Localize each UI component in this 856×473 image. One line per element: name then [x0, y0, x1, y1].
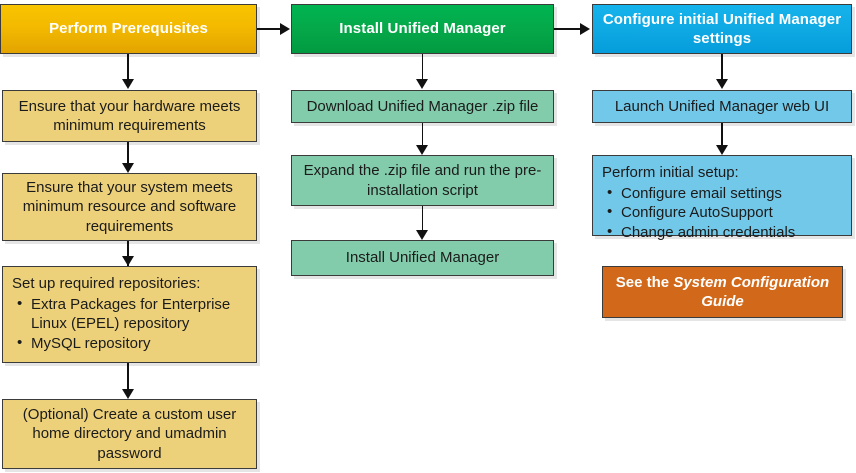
connector-arrow-c1-4 [121, 389, 134, 399]
connector-arrow-c2-to-c3 [580, 22, 590, 35]
connector-line-c1-4 [127, 363, 129, 395]
list-item: Change admin credentials [607, 222, 843, 243]
connector-line-c3-1 [721, 54, 723, 80]
step-hardware-requirements[interactable]: Ensure that your hardware meets minimum … [2, 90, 257, 142]
step-expand-zip[interactable]: Expand the .zip file and run the pre-ins… [291, 155, 554, 206]
step-system-requirements[interactable]: Ensure that your system meets minimum re… [2, 173, 257, 241]
list-item: Configure email settings [607, 183, 843, 204]
note-system-configuration-guide[interactable]: See the System Configuration Guide [602, 266, 843, 318]
connector-arrow-c2-3 [416, 230, 428, 240]
step-perform-initial-setup[interactable]: Perform initial setup: Configure email s… [592, 155, 852, 241]
stage-header-install-label: Install Unified Manager [339, 20, 506, 38]
connector-line-c2-to-c3 [554, 28, 581, 30]
connector-line-c1-3 [127, 241, 129, 267]
stage-header-prerequisites-label: Perform Prerequisites [49, 20, 208, 38]
note-emphasis: System Configuration Guide [673, 273, 830, 311]
step-custom-user-home[interactable]: (Optional) Create a custom user home dir… [2, 399, 257, 469]
connector-arrow-c3-2 [715, 145, 728, 155]
step-required-repositories-lead: Set up required repositories: [12, 275, 201, 292]
list-item: Extra Packages for Enterprise Linux (EPE… [17, 294, 248, 334]
note-system-configuration-guide-label: See the System Configuration Guide [610, 273, 835, 312]
list-item: Configure AutoSupport [607, 202, 843, 223]
step-install-unified-manager-label: Install Unified Manager [345, 249, 500, 267]
step-system-requirements-label: Ensure that your system meets minimum re… [22, 178, 237, 235]
step-perform-initial-setup-list: Configure email settings Configure AutoS… [602, 183, 843, 243]
connector-arrow-c2-1 [416, 79, 428, 89]
step-custom-user-home-label: (Optional) Create a custom user home dir… [22, 405, 237, 462]
stage-header-prerequisites[interactable]: Perform Prerequisites [0, 4, 257, 54]
connector-arrow-c1-2 [121, 163, 134, 173]
connector-arrow-c2-2 [416, 145, 428, 155]
step-download-zip[interactable]: Download Unified Manager .zip file [291, 90, 554, 123]
connector-line-c1-to-c2 [257, 28, 282, 30]
step-download-zip-label: Download Unified Manager .zip file [306, 97, 539, 115]
connector-line-c1-1 [127, 54, 129, 80]
connector-arrow-c1-to-c2 [280, 22, 290, 35]
connector-arrow-c3-1 [715, 79, 728, 89]
connector-line-c2-2 [421, 123, 424, 149]
step-launch-web-ui[interactable]: Launch Unified Manager web UI [592, 90, 852, 123]
connector-line-c1-2 [127, 142, 129, 168]
connector-arrow-c1-1 [121, 79, 134, 89]
list-item: MySQL repository [17, 333, 248, 354]
connector-arrow-c1-3 [121, 256, 134, 266]
stage-header-configure-label: Configure initial Unified Manager settin… [602, 10, 842, 48]
step-hardware-requirements-label: Ensure that your hardware meets minimum … [18, 97, 241, 135]
stage-header-install[interactable]: Install Unified Manager [291, 4, 554, 54]
step-required-repositories-list: Extra Packages for Enterprise Linux (EPE… [12, 294, 248, 354]
connector-line-c2-3 [421, 206, 424, 234]
step-perform-initial-setup-lead: Perform initial setup: [602, 164, 739, 181]
stage-header-configure[interactable]: Configure initial Unified Manager settin… [592, 4, 852, 54]
step-launch-web-ui-label: Launch Unified Manager web UI [614, 97, 830, 115]
step-install-unified-manager[interactable]: Install Unified Manager [291, 240, 554, 276]
step-required-repositories[interactable]: Set up required repositories: Extra Pack… [2, 266, 257, 363]
connector-line-c3-2 [721, 123, 723, 149]
step-expand-zip-label: Expand the .zip file and run the pre-ins… [303, 162, 542, 199]
note-prefix: See the [615, 273, 674, 291]
connector-line-c2-1 [421, 54, 424, 80]
